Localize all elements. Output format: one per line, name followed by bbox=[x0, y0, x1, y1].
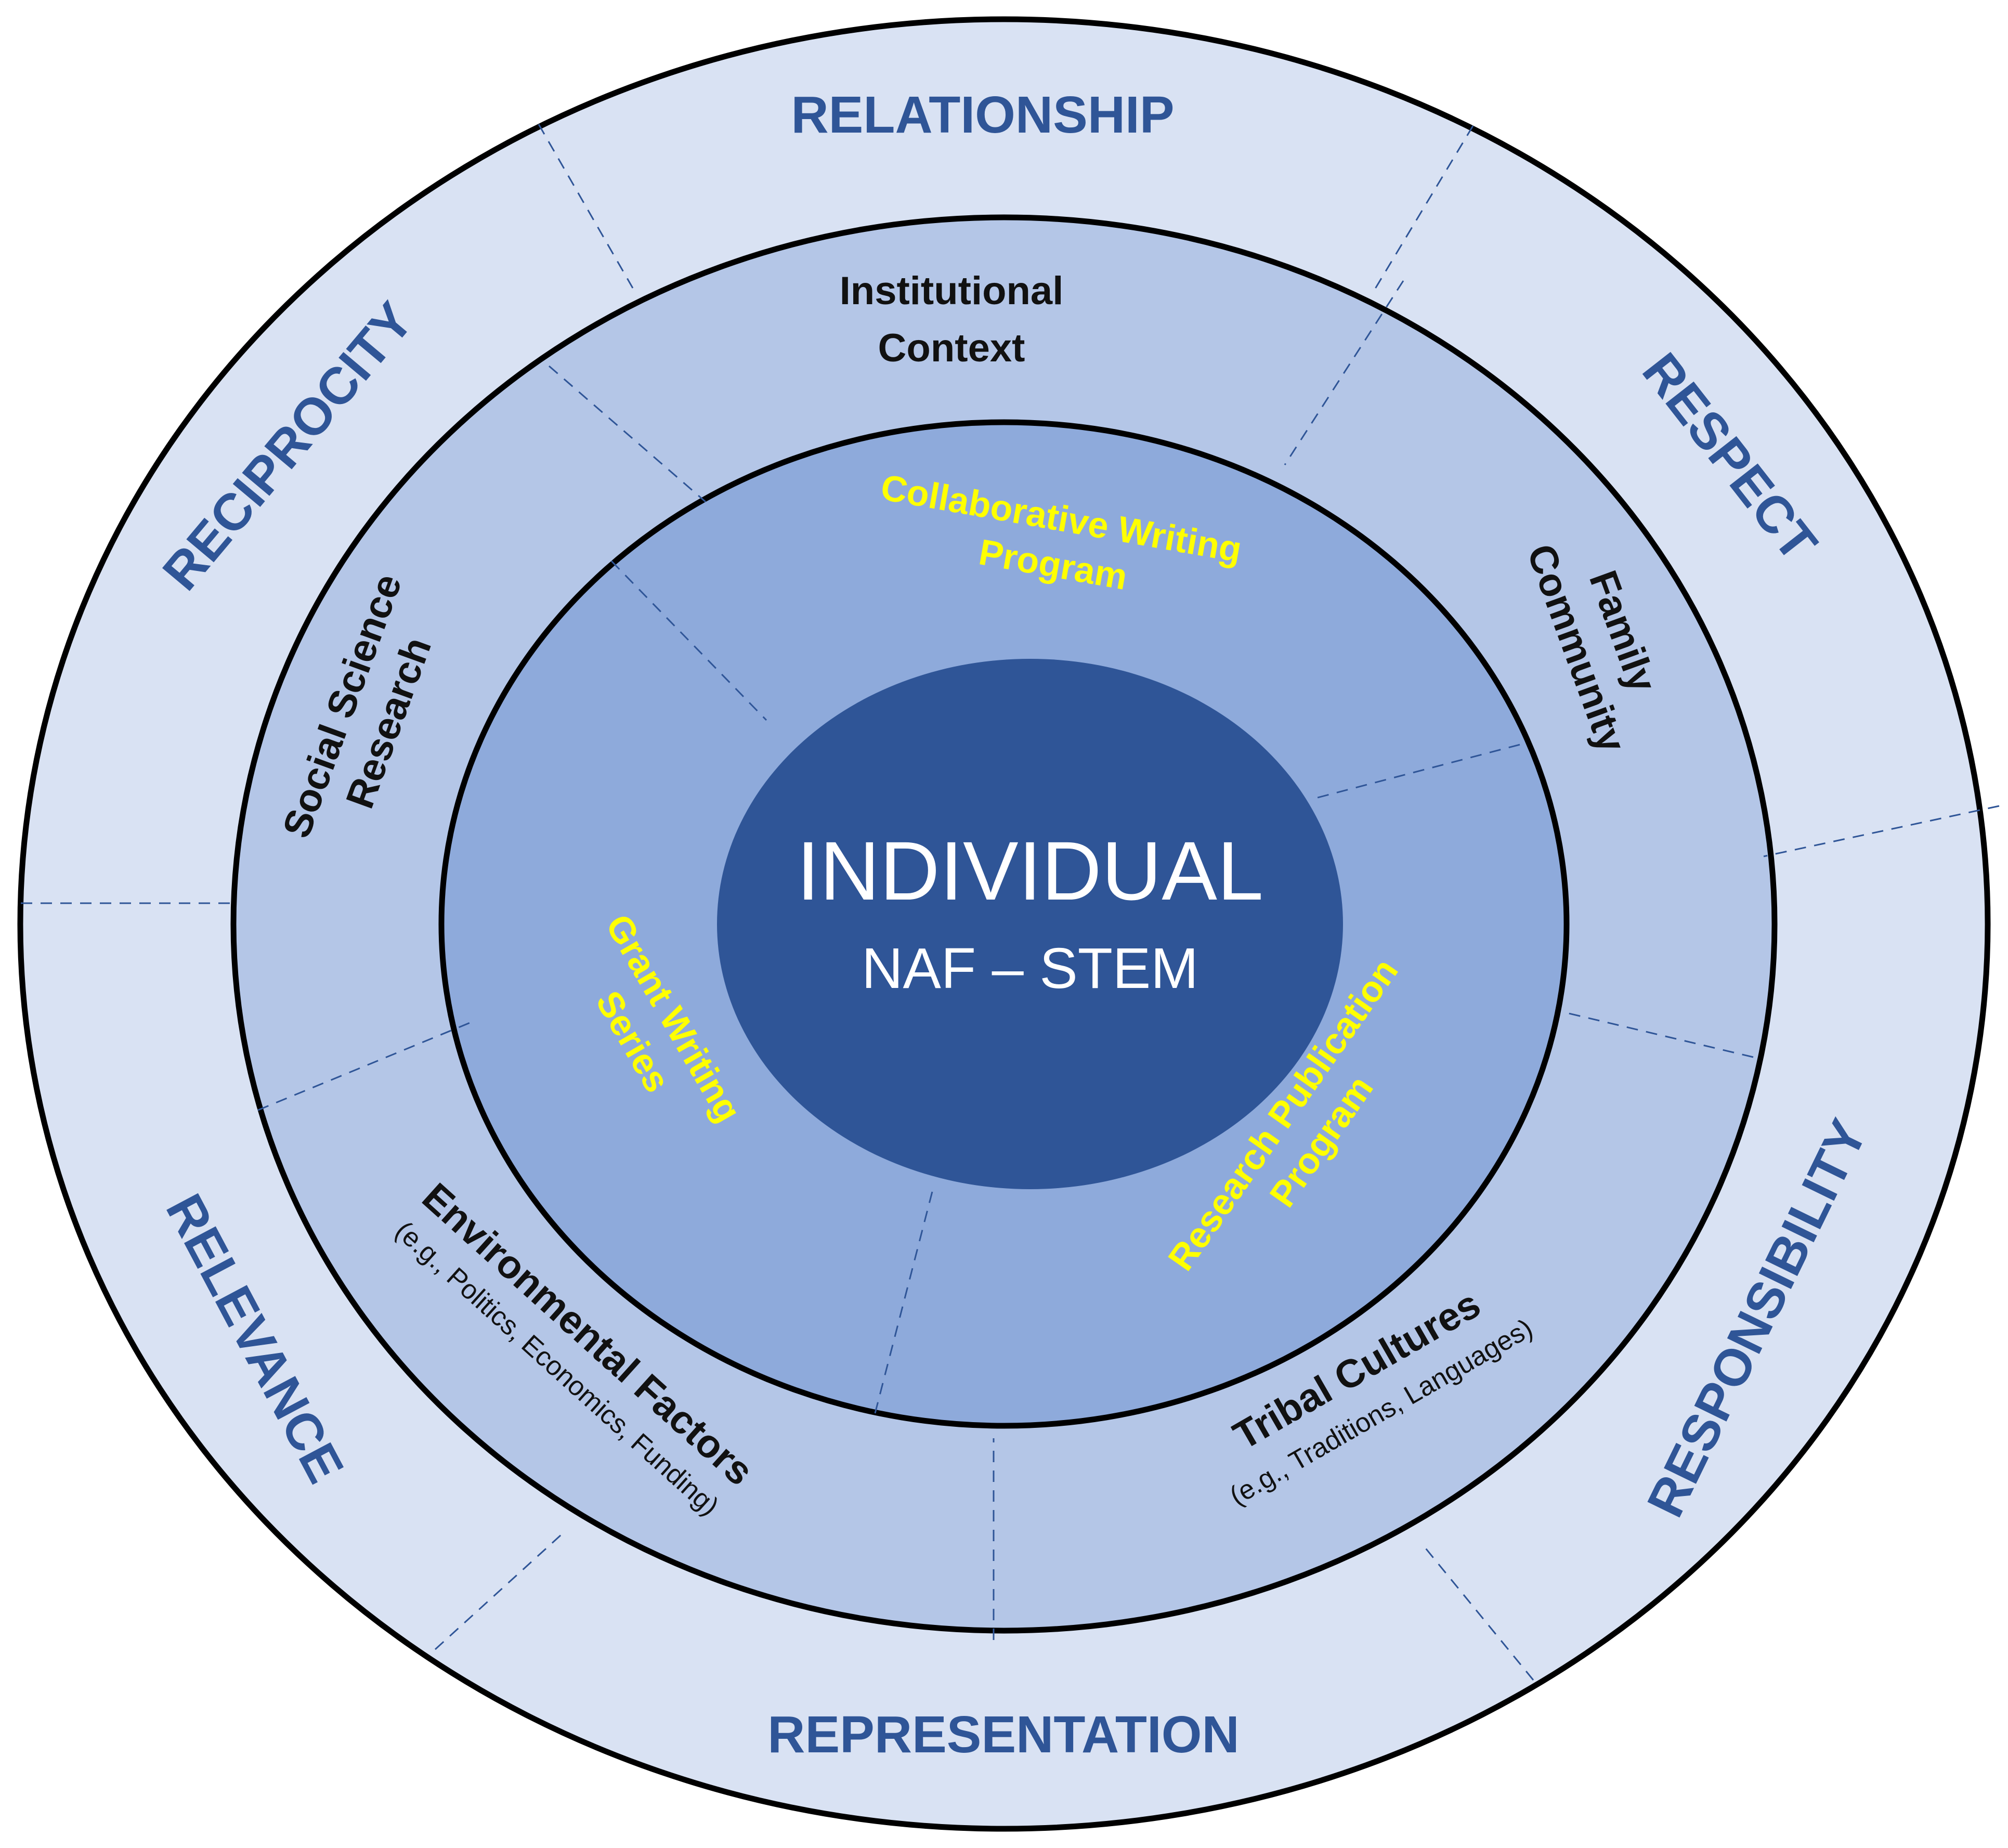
outer-ring-dividers bbox=[21, 124, 2000, 1681]
middle-ring-dividers bbox=[257, 280, 1754, 1640]
center-title: INDIVIDUAL bbox=[797, 824, 1263, 917]
inner-ring-dividers bbox=[610, 560, 1520, 1414]
center-subtitle: NAF – STEM bbox=[862, 936, 1198, 1000]
label-institutional-context-line2: Context bbox=[878, 326, 1025, 370]
label-relationship: RELATIONSHIP bbox=[791, 86, 1174, 144]
center-circle bbox=[717, 659, 1343, 1189]
label-representation: REPRESENTATION bbox=[767, 1706, 1239, 1764]
label-institutional-context-line1: Institutional bbox=[840, 269, 1064, 313]
